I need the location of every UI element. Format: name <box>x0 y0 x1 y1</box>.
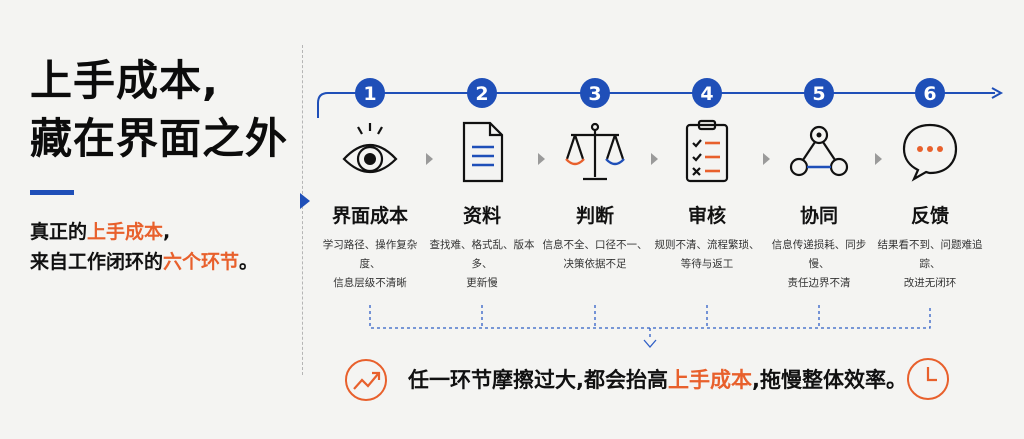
subtitle-text: 来自工作闭环的 <box>30 251 164 273</box>
step-desc: 规则不清、流程繁琐、等待与返工 <box>651 236 763 274</box>
step-desc-line-1: 学习路径、操作复杂度、 <box>322 239 418 270</box>
chevron-right-icon <box>651 153 658 165</box>
step-desc-line-2: 等待与返工 <box>680 258 734 270</box>
subtitle-line-1: 真正的上手成本, <box>30 217 300 247</box>
step-number: 6 <box>923 83 936 105</box>
chevron-right-icon <box>875 153 882 165</box>
step-5: 协同信息传递损耗、同步慢、责任边界不清 <box>763 115 875 293</box>
headline-line-1: 上手成本, <box>30 56 219 105</box>
step-desc-line-2: 改进无闭环 <box>903 277 957 289</box>
subtitle: 真正的上手成本, 来自工作闭环的六个环节。 <box>30 217 300 277</box>
trend-up-icon <box>345 359 387 401</box>
chevron-right-icon <box>538 153 545 165</box>
subtitle-highlight: 上手成本 <box>87 221 164 243</box>
eye-icon <box>314 115 426 187</box>
clock-icon <box>907 358 949 400</box>
chevron-right-icon <box>763 153 770 165</box>
step-number-badge: 5 <box>804 78 834 108</box>
pointer-triangle <box>300 193 310 209</box>
conclusion-highlight: 上手成本 <box>667 368 752 392</box>
step-desc: 信息不全、口径不一、决策依据不足 <box>539 236 651 274</box>
step-number: 3 <box>588 83 601 105</box>
step-desc-line-1: 规则不清、流程繁琐、 <box>654 239 760 251</box>
subtitle-highlight: 六个环节 <box>163 251 240 273</box>
flow-arrow-line <box>317 92 995 118</box>
network-icon <box>763 115 875 187</box>
subtitle-text: 。 <box>239 251 259 273</box>
step-number: 2 <box>475 83 488 105</box>
conclusion-text: 任一环节摩擦过大,都会抬高 <box>408 368 668 392</box>
step-number: 1 <box>363 83 376 105</box>
clipboard-checklist-icon <box>651 115 763 187</box>
subtitle-text: 真正的 <box>30 221 88 243</box>
headline-block: 上手成本, 藏在界面之外 真正的上手成本, 来自工作闭环的六个环节。 <box>30 52 300 277</box>
step-name: 反馈 <box>910 205 949 227</box>
subtitle-line-2: 来自工作闭环的六个环节。 <box>30 247 300 277</box>
step-2: 资料查找难、格式乱、版本多、更新慢 <box>426 115 538 293</box>
bracket-arrow <box>643 339 657 348</box>
step-number-badge: 3 <box>580 78 610 108</box>
chat-bubble-icon <box>874 115 986 187</box>
step-desc-line-2: 更新慢 <box>466 277 498 289</box>
step-number-badge: 2 <box>467 78 497 108</box>
step-desc-line-1: 结果看不到、问题难追踪、 <box>877 239 983 270</box>
step-name: 协同 <box>799 205 838 227</box>
step-desc-line-2: 决策依据不足 <box>563 258 627 270</box>
step-number-badge: 1 <box>355 78 385 108</box>
conclusion: 任一环节摩擦过大,都会抬高上手成本,拖慢整体效率。 <box>408 364 907 394</box>
step-desc: 信息传递损耗、同步慢、责任边界不清 <box>763 236 875 293</box>
step-4: 审核规则不清、流程繁琐、等待与返工 <box>651 115 763 274</box>
step-name: 审核 <box>687 205 726 227</box>
step-number: 5 <box>812 83 825 105</box>
divider <box>302 45 303 375</box>
step-desc-line-2: 信息层级不清晰 <box>333 277 407 289</box>
step-desc: 查找难、格式乱、版本多、更新慢 <box>426 236 538 293</box>
step-6: 反馈结果看不到、问题难追踪、改进无闭环 <box>874 115 986 293</box>
step-3: 判断信息不全、口径不一、决策依据不足 <box>539 115 651 274</box>
document-icon <box>426 115 538 187</box>
step-desc-line-1: 查找难、格式乱、版本多、 <box>429 239 535 270</box>
step-name: 资料 <box>462 205 501 227</box>
headline-line-2: 藏在界面之外 <box>30 114 289 163</box>
step-number-badge: 4 <box>692 78 722 108</box>
step-1: 界面成本学习路径、操作复杂度、信息层级不清晰 <box>314 115 426 293</box>
step-name: 判断 <box>575 205 614 227</box>
step-desc-line-1: 信息传递损耗、同步慢、 <box>771 239 867 270</box>
step-name: 界面成本 <box>331 205 408 227</box>
headline: 上手成本, 藏在界面之外 <box>30 52 300 168</box>
chevron-right-icon <box>426 153 433 165</box>
step-desc-line-2: 责任边界不清 <box>787 277 851 289</box>
scales-icon <box>539 115 651 187</box>
subtitle-text: , <box>163 221 171 243</box>
step-number: 4 <box>700 83 713 105</box>
step-desc-line-1: 信息不全、口径不一、 <box>542 239 648 251</box>
flow-arrowhead <box>991 87 1004 99</box>
step-number-badge: 6 <box>915 78 945 108</box>
conclusion-text: ,拖慢整体效率。 <box>751 368 907 392</box>
step-desc: 学习路径、操作复杂度、信息层级不清晰 <box>314 236 426 293</box>
bracket <box>369 305 931 340</box>
accent-bar <box>30 190 74 195</box>
step-desc: 结果看不到、问题难追踪、改进无闭环 <box>874 236 986 293</box>
